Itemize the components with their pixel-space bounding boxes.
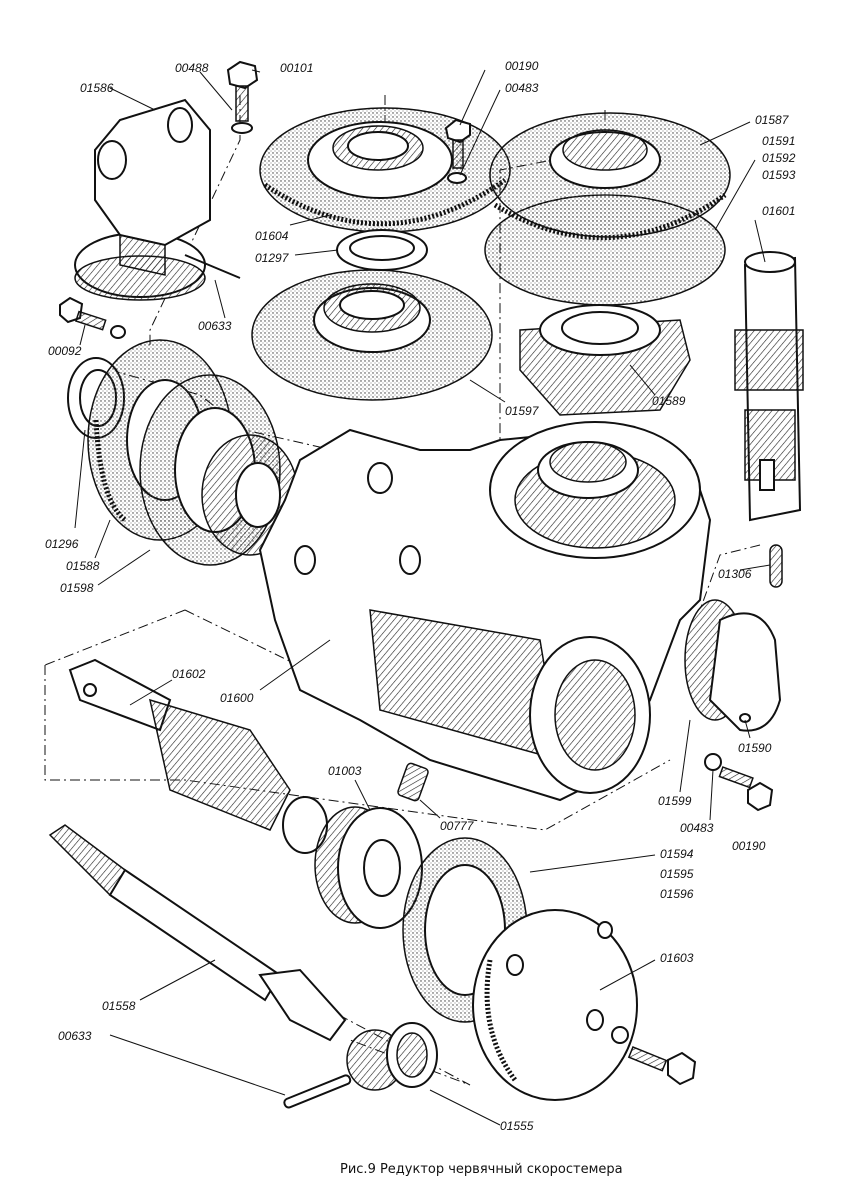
label-01597: 01597 bbox=[505, 404, 540, 418]
label-00190-top: 00190 bbox=[505, 59, 539, 73]
flange-01604 bbox=[259, 107, 511, 233]
label-01596: 01596 bbox=[660, 887, 694, 901]
label-01296: 01296 bbox=[45, 537, 79, 551]
bearing-01003 bbox=[314, 806, 423, 929]
label-01599: 01599 bbox=[658, 794, 692, 808]
label-01603: 01603 bbox=[660, 951, 694, 965]
label-00190-bottom: 00190 bbox=[732, 839, 766, 853]
label-01602: 01602 bbox=[172, 667, 206, 681]
label-00488: 00488 bbox=[175, 61, 209, 75]
label-01587: 01587 bbox=[755, 113, 790, 127]
label-00633-top: 00633 bbox=[198, 319, 232, 333]
bolt-00101 bbox=[226, 60, 259, 122]
bolt-01603 bbox=[611, 1026, 697, 1086]
label-01601: 01601 bbox=[762, 204, 795, 218]
label-01555: 01555 bbox=[500, 1119, 534, 1133]
label-00633-bottom: 00633 bbox=[58, 1029, 92, 1043]
label-00092: 00092 bbox=[48, 344, 82, 358]
key-01306 bbox=[769, 544, 783, 588]
end-cover-01603 bbox=[472, 909, 638, 1101]
label-01600: 01600 bbox=[220, 691, 254, 705]
housing-01600 bbox=[258, 421, 712, 802]
label-01595: 01595 bbox=[660, 867, 694, 881]
washer-00488 bbox=[231, 122, 253, 134]
bearing-flange-01597 bbox=[251, 269, 493, 401]
label-01594: 01594 bbox=[660, 847, 694, 861]
label-01593: 01593 bbox=[762, 168, 796, 182]
screw-00190-top bbox=[444, 118, 471, 184]
label-01604: 01604 bbox=[255, 229, 289, 243]
label-00483-bottom: 00483 bbox=[680, 821, 714, 835]
label-00101: 00101 bbox=[280, 61, 313, 75]
bolt-00092 bbox=[59, 296, 126, 339]
leader-lines bbox=[74, 69, 771, 1126]
ring-01297 bbox=[336, 229, 428, 271]
label-01003: 01003 bbox=[328, 764, 362, 778]
shaft-01601 bbox=[734, 251, 804, 522]
cover-01590 bbox=[684, 599, 782, 732]
label-01588: 01588 bbox=[66, 559, 100, 573]
plug-00777 bbox=[397, 762, 429, 802]
label-01591: 01591 bbox=[762, 134, 795, 148]
label-01592: 01592 bbox=[762, 151, 796, 165]
label-01297: 01297 bbox=[255, 251, 290, 265]
part-labels: 00101 00488 01586 00190 00483 01587 0159… bbox=[45, 59, 796, 1133]
label-01598: 01598 bbox=[60, 581, 94, 595]
label-01306: 01306 bbox=[718, 567, 752, 581]
label-01558: 01558 bbox=[102, 999, 136, 1013]
pin-00633-bottom bbox=[283, 1074, 352, 1109]
coupling-01555 bbox=[346, 1022, 438, 1091]
label-01586: 01586 bbox=[80, 81, 114, 95]
figure-caption: Рис.9 Редуктор червячный скоростемера bbox=[340, 1162, 623, 1177]
worm-shaft-01602 bbox=[68, 658, 328, 854]
label-01589: 01589 bbox=[652, 394, 686, 408]
label-00483-top: 00483 bbox=[505, 81, 539, 95]
drive-shaft-01558 bbox=[48, 824, 347, 1042]
screw-00190-bottom bbox=[704, 753, 774, 812]
fork-bracket-01586 bbox=[74, 98, 241, 301]
cover-01587 bbox=[484, 112, 731, 306]
label-00777: 00777 bbox=[440, 819, 475, 833]
bevel-gear-01589 bbox=[519, 304, 691, 416]
label-01590: 01590 bbox=[738, 741, 772, 755]
